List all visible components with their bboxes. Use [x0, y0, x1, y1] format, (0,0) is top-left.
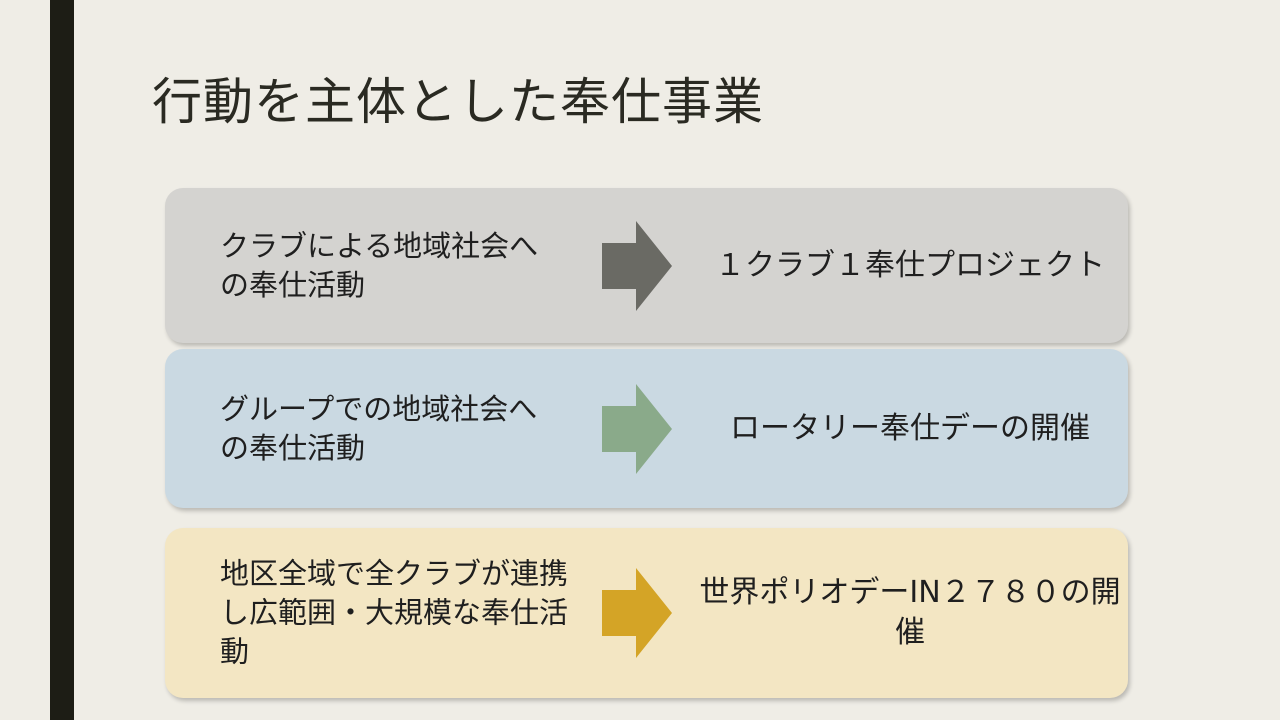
- row-activity-label: グループでの地域社会への奉仕活動: [220, 391, 538, 465]
- row-activity-label: 地区全域で全クラブが連携し広範囲・大規模な奉仕活動: [220, 556, 569, 669]
- right-arrow-icon: [602, 383, 672, 474]
- service-row-club: クラブによる地域社会への奉仕活動 １クラブ１奉仕プロジェクト: [165, 188, 1128, 343]
- row-activity-label: クラブによる地域社会への奉仕活動: [220, 228, 539, 302]
- row-project-label: ロータリー奉仕デーの開催: [730, 410, 1090, 446]
- service-row-district: 地区全域で全クラブが連携し広範囲・大規模な奉仕活動 世界ポリオデーIN２７８０の…: [165, 528, 1128, 698]
- row-project-label: １クラブ１奉仕プロジェクト: [715, 247, 1105, 283]
- right-arrow-icon: [602, 568, 672, 658]
- left-accent-bar: [50, 0, 74, 720]
- page-title: 行動を主体とした奉仕事業: [152, 73, 764, 131]
- row-project-label: 世界ポリオデーIN２７８０の開催: [699, 575, 1121, 650]
- right-arrow-icon: [602, 220, 672, 311]
- service-row-group: グループでの地域社会への奉仕活動 ロータリー奉仕デーの開催: [165, 349, 1128, 508]
